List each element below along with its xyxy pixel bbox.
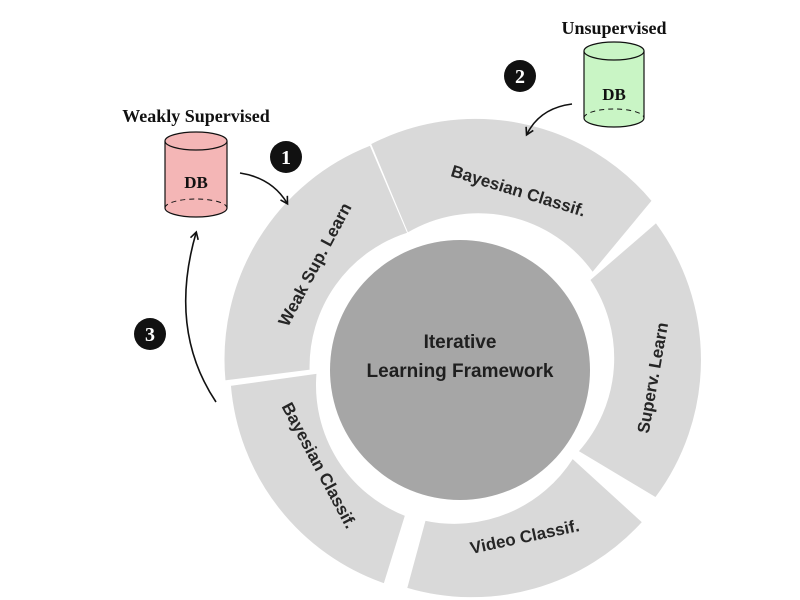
step-badge-1: 1 [270, 141, 302, 173]
ring-segment-weak-sup-learn [223, 144, 409, 382]
ring-segment-bayesian-classif-top [369, 117, 653, 274]
ring-segment-video-classif [406, 457, 644, 599]
step-badge-2: 2 [504, 60, 536, 92]
unsupervised-db-label: DB [602, 85, 626, 104]
weakly-supervised-db-label: DB [184, 173, 208, 192]
ring-segment-bayesian-classif-left [229, 372, 407, 585]
ring-segment-superv-learn [577, 221, 702, 499]
step-number-1: 1 [281, 147, 291, 169]
unsupervised-db-icon [583, 41, 645, 128]
step-number-2: 2 [515, 66, 525, 88]
weakly-supervised-title: Weakly Supervised [122, 106, 270, 126]
step-number-3: 3 [145, 324, 155, 346]
arrow-unsup-db-to-bayesian [525, 103, 573, 137]
center-label-line-1: Iterative [424, 332, 497, 353]
step-badge-3: 3 [134, 318, 166, 350]
weakly-supervised-db-icon [164, 131, 228, 218]
center-label-line-2: Learning Framework [367, 361, 554, 382]
ring [223, 117, 702, 599]
arrow-weak-db-to-weak-learn [239, 172, 289, 206]
unsupervised-title: Unsupervised [561, 18, 666, 38]
center-circle [330, 240, 590, 500]
arrow-bayesian-to-weak-db [184, 230, 217, 403]
